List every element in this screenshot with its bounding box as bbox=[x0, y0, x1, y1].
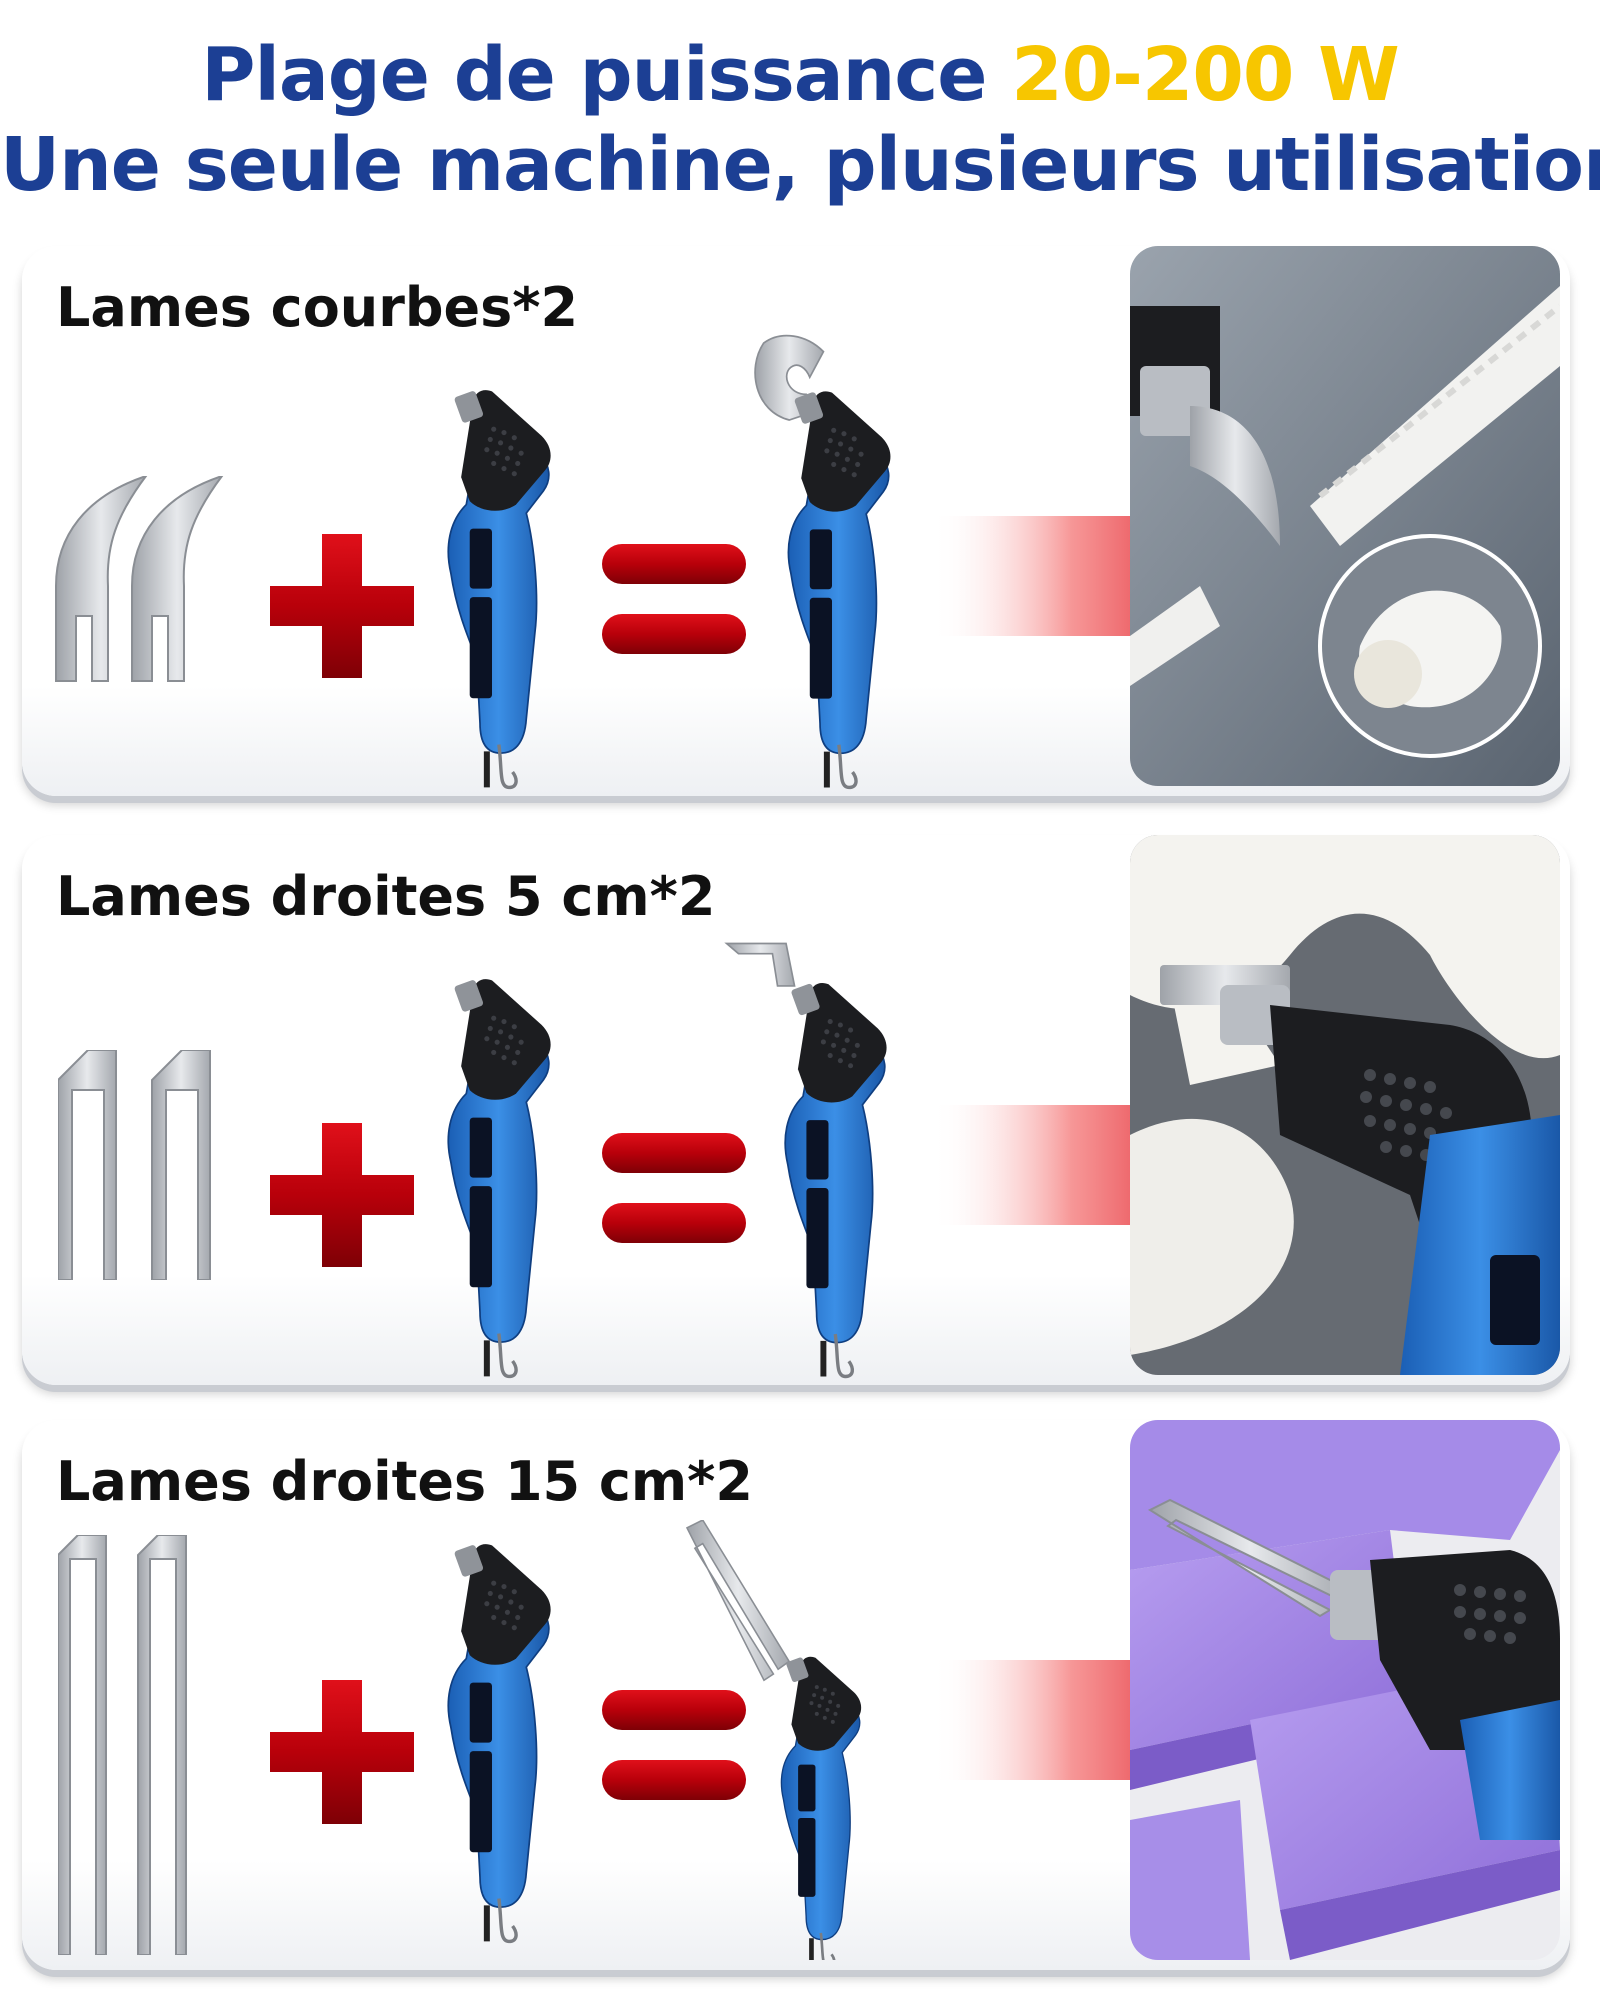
short-straight-blades-image bbox=[58, 1050, 238, 1280]
device-with-long-blade bbox=[662, 1520, 932, 1960]
hot-knife-device bbox=[382, 376, 602, 796]
device-with-curved-blade bbox=[722, 326, 942, 796]
headline-power-prefix: Plage de puissance bbox=[201, 32, 987, 118]
rope-cutting-photo bbox=[1130, 246, 1560, 786]
panel-short-straight-blades: Lames droites 5 cm*2 bbox=[22, 835, 1570, 1385]
device-with-short-blade bbox=[700, 935, 940, 1385]
long-straight-blades-image bbox=[58, 1535, 208, 1955]
foam-sheet-photo bbox=[1130, 835, 1560, 1375]
plus-icon bbox=[270, 534, 414, 678]
curved-blades-image bbox=[36, 476, 236, 686]
equals-icon bbox=[602, 1133, 746, 1245]
hot-knife-device bbox=[382, 965, 602, 1385]
headline-tagline: Une seule machine, plusieurs utilisation… bbox=[0, 122, 1600, 208]
panel-title: Lames courbes*2 bbox=[56, 276, 579, 339]
panel-title: Lames droites 5 cm*2 bbox=[56, 865, 716, 928]
panel-title: Lames droites 15 cm*2 bbox=[56, 1450, 753, 1513]
plus-icon bbox=[270, 1680, 414, 1824]
hot-knife-device bbox=[382, 1530, 602, 1950]
purple-foam-photo bbox=[1130, 1420, 1560, 1960]
panel-curved-blades: Lames courbes*2 bbox=[22, 246, 1570, 796]
equals-icon bbox=[602, 1690, 746, 1802]
panel-long-straight-blades: Lames droites 15 cm*2 bbox=[22, 1420, 1570, 1970]
plus-icon bbox=[270, 1123, 414, 1267]
headline-power-value: 20-200 W bbox=[1011, 32, 1400, 118]
headline-power-range: Plage de puissance 20-200 W bbox=[0, 32, 1600, 118]
equals-icon bbox=[602, 544, 746, 656]
